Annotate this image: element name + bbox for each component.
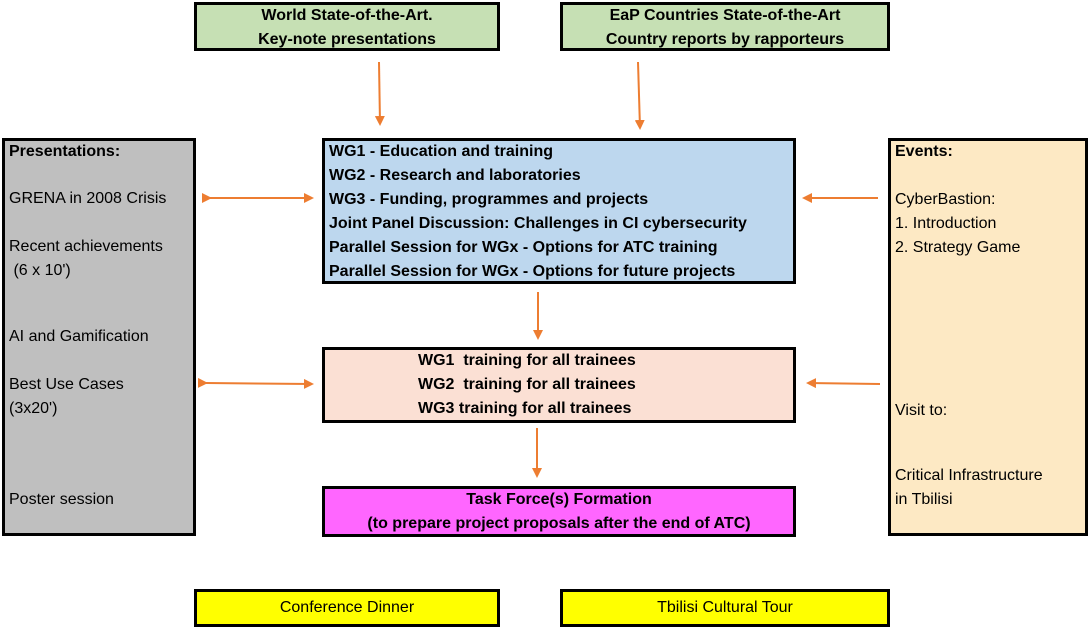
wg3-training-line: WG3 training for all trainees — [418, 400, 632, 417]
working-groups-box: WG1 - Education and training WG2 - Resea… — [322, 138, 796, 284]
arrow-eap-to-wg — [634, 61, 645, 130]
cultural-tour-label: Tbilisi Cultural Tour — [657, 599, 793, 616]
eap-box-line-2: Country reports by rapporteurs — [605, 31, 845, 48]
events-item-introduction: 1. Introduction — [895, 215, 997, 232]
presentations-box: Presentations: GRENA in 2008 Crisis Rece… — [2, 138, 196, 536]
presentations-item-recent-achievements-format: (6 x 10') — [9, 262, 71, 279]
wg3-line: WG3 - Funding, programmes and projects — [329, 191, 649, 208]
parallel-session-projects-line: Parallel Session for WGx - Options for f… — [329, 263, 736, 280]
wg1-line: WG1 - Education and training — [329, 143, 553, 160]
presentations-item-grena: GRENA in 2008 Crisis — [9, 190, 167, 207]
presentations-title: Presentations: — [9, 143, 121, 160]
events-item-visit-to: Visit to: — [895, 402, 948, 419]
conference-dinner-box: Conference Dinner — [194, 589, 500, 627]
presentations-item-ai-gamification: AI and Gamification — [9, 328, 149, 345]
events-box: Events: CyberBastion: 1. Introduction 2.… — [888, 138, 1088, 536]
world-box-line-1: World State-of-the-Art. — [261, 7, 433, 24]
conference-dinner-label: Conference Dinner — [279, 599, 415, 616]
arrow-presentations-training — [197, 377, 314, 389]
joint-panel-line: Joint Panel Discussion: Challenges in CI… — [329, 215, 747, 232]
world-state-of-the-art-box: World State-of-the-Art. Key-note present… — [194, 2, 500, 51]
task-force-line-2: (to prepare project proposals after the … — [367, 515, 751, 532]
events-item-cyberbastion: CyberBastion: — [895, 191, 996, 208]
presentations-item-best-use-cases: Best Use Cases — [9, 376, 124, 393]
arrow-events-to-training — [806, 378, 881, 389]
world-box-line-2: Key-note presentations — [258, 31, 436, 48]
events-item-strategy-game: 2. Strategy Game — [895, 239, 1021, 256]
training-box: WG1 training for all trainees WG2 traini… — [322, 347, 796, 423]
presentations-item-best-use-cases-format: (3x20') — [9, 400, 58, 417]
presentations-item-poster-session: Poster session — [9, 491, 114, 508]
wg2-training-line: WG2 training for all trainees — [418, 376, 636, 393]
wg1-training-line: WG1 training for all trainees — [418, 352, 636, 369]
task-force-box: Task Force(s) Formation (to prepare proj… — [322, 486, 796, 537]
events-title: Events: — [895, 143, 953, 160]
arrow-world-to-wg — [374, 61, 385, 126]
events-item-in-tbilisi: in Tbilisi — [895, 491, 953, 508]
eap-box-line-1: EaP Countries State-of-the-Art — [609, 7, 841, 24]
task-force-line-1: Task Force(s) Formation — [466, 491, 652, 508]
eap-state-of-the-art-box: EaP Countries State-of-the-Art Country r… — [560, 2, 890, 51]
parallel-session-atc-line: Parallel Session for WGx - Options for A… — [329, 239, 718, 256]
presentations-item-recent-achievements: Recent achievements — [9, 238, 163, 255]
wg2-line: WG2 - Research and laboratories — [329, 167, 581, 184]
events-item-critical-infrastructure: Critical Infrastructure — [895, 467, 1043, 484]
cultural-tour-box: Tbilisi Cultural Tour — [560, 589, 890, 627]
